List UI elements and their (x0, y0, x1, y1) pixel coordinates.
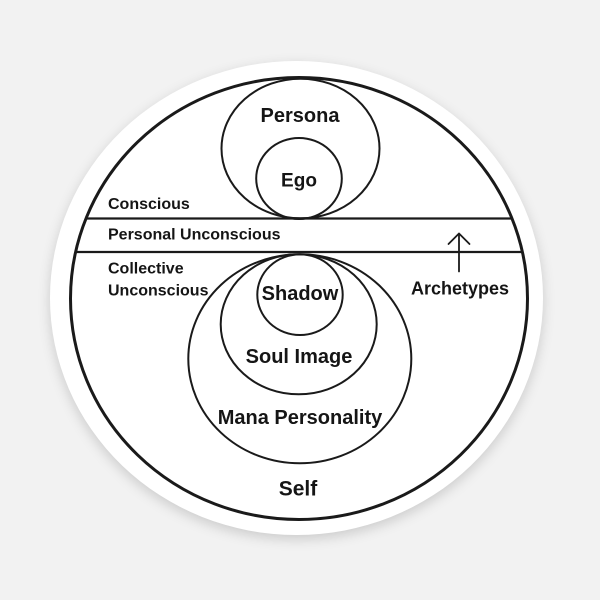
mana-personality-label: Mana Personality (218, 407, 383, 429)
personal-unconscious-label: Personal Unconscious (108, 227, 281, 244)
self-circle (69, 76, 529, 521)
arrow-up-icon (447, 232, 471, 273)
sticker-background (50, 61, 543, 535)
ego-label: Ego (281, 171, 317, 192)
shadow-label: Shadow (262, 283, 339, 305)
conscious-label: Conscious (108, 196, 190, 213)
self-label: Self (279, 478, 319, 501)
shadow-circle (256, 253, 344, 337)
ego-circle (255, 137, 343, 220)
soul-image-label: Soul Image (246, 346, 353, 368)
archetypes-label: Archetypes (411, 279, 509, 299)
persona-label: Persona (261, 105, 341, 127)
collective-unconscious-label-line1: Collective (108, 261, 184, 278)
collective-unconscious-label-line2: Unconscious (108, 283, 209, 300)
